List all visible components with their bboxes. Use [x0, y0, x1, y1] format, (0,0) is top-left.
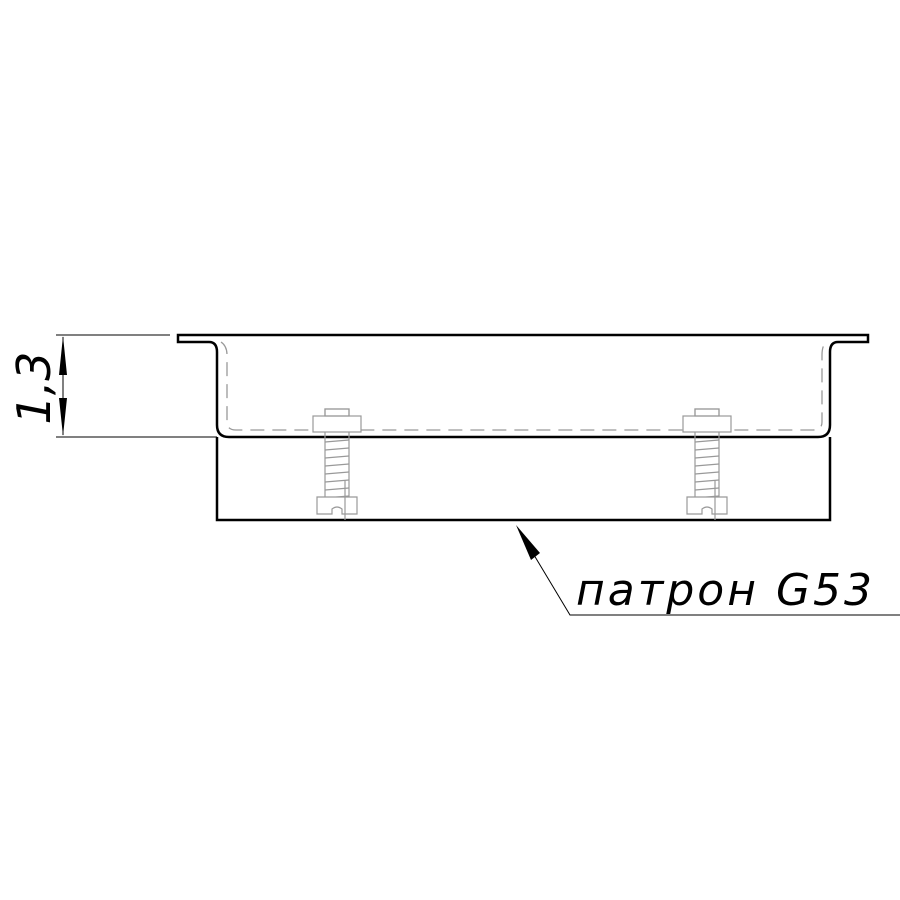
arrow-up-icon	[59, 336, 67, 375]
cartridge-box	[215, 437, 832, 522]
dimension-value: 1,3	[7, 351, 61, 424]
leader-label: патрон G53	[576, 565, 875, 616]
bolt	[682, 408, 732, 520]
leader: патрон G53	[516, 525, 900, 616]
hidden-inner-line	[220, 341, 827, 431]
tray-profile	[176, 333, 870, 439]
leader-arrow-icon	[516, 525, 540, 560]
bolt	[312, 408, 362, 520]
arrow-down-icon	[59, 398, 67, 436]
dimension-1-3: 1,3	[7, 334, 217, 438]
